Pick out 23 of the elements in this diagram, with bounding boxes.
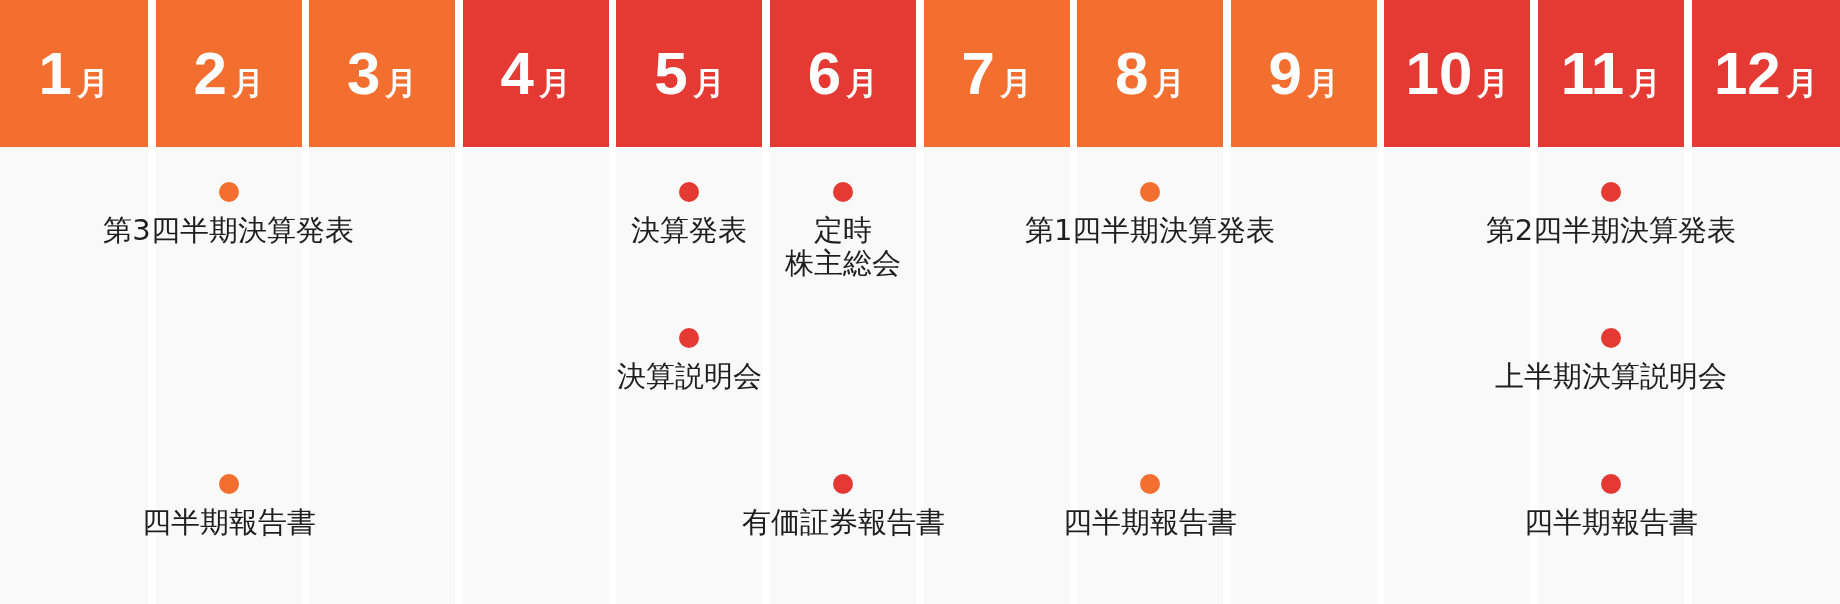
month-header: 5月 (616, 0, 763, 147)
event-label: 有価証券報告書 (741, 506, 945, 539)
event-label: 第2四半期決算発表 (1485, 214, 1737, 247)
event-label: 四半期報告書 (1063, 506, 1238, 539)
event-label: 四半期報告書 (1524, 506, 1698, 539)
month-header: 1月 (0, 0, 148, 147)
event-label: 四半期報告書 (141, 506, 316, 539)
month-header: 2月 (155, 0, 302, 147)
event-label: 上半期決算説明会 (1495, 360, 1727, 393)
month-header: 10月 (1384, 0, 1531, 147)
month-header: 3月 (309, 0, 456, 147)
event-label: 決算説明会 (616, 360, 762, 393)
event-label: 決算発表 (631, 214, 748, 247)
month-header: 4月 (462, 0, 609, 147)
month-header: 12月 (1691, 0, 1840, 147)
month-header: 6月 (770, 0, 916, 147)
month-header: 11月 (1538, 0, 1684, 147)
event-label: 第1四半期決算発表 (1024, 214, 1276, 247)
event-label: 第3四半期決算発表 (103, 214, 354, 247)
month-header: 9月 (1230, 0, 1377, 147)
event-label: 定時株主総会 (785, 214, 901, 280)
month-header: 8月 (1077, 0, 1224, 147)
month-header: 7月 (923, 0, 1070, 147)
